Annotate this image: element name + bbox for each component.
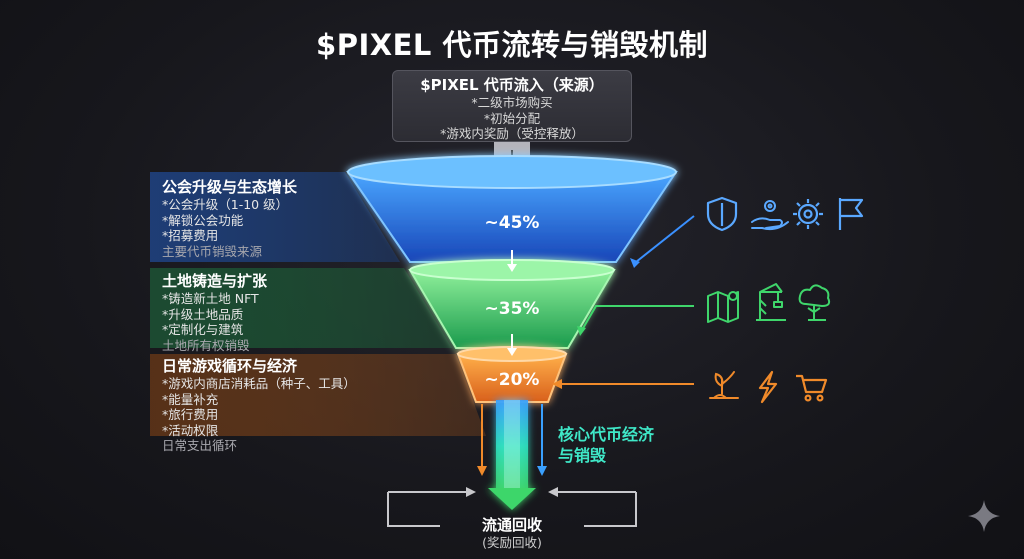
side-arrow-blue <box>537 404 547 476</box>
tier-item: *铸造新土地 NFT <box>162 291 259 306</box>
tier-percent-land: ~35% <box>484 299 540 319</box>
shield-icon <box>706 196 738 232</box>
tier-footer: 日常支出循环 <box>162 438 238 453</box>
recycle-subtitle: (奖励回收) <box>482 535 542 550</box>
connector-blue <box>630 215 695 268</box>
recycle-bracket-left <box>387 487 476 527</box>
tier-panel-guild: 公会升级与生态增长 *公会升级（1-10 级） *解锁公会功能 *招募费用 主要… <box>162 178 297 259</box>
funnel-tier-blue <box>346 155 678 263</box>
sprout-icon <box>709 371 739 399</box>
connector-green <box>577 305 694 336</box>
core-economy-label-line: 与销毁 <box>558 446 607 465</box>
tier-footer: 土地所有权销毁 <box>162 337 250 353</box>
page-title: $PIXEL 代币流转与销毁机制 <box>316 28 708 62</box>
tier-item: *招募费用 <box>162 228 219 243</box>
hand-gear-icon <box>751 200 789 231</box>
recycle-label: 流通回收 (奖励回收) <box>440 516 584 551</box>
core-economy-label-line: 核心代币经济 <box>558 425 655 444</box>
gear-icon <box>793 199 823 229</box>
core-economy-label: 核心代币经济 与销毁 <box>558 424 654 466</box>
connector-orange <box>552 379 694 389</box>
source-title: $PIXEL 代币流入（来源） <box>420 76 604 94</box>
tier-item: *旅行费用 <box>162 407 219 422</box>
crane-icon <box>756 283 786 321</box>
tier-item: *升级土地品质 <box>162 306 244 322</box>
flag-icon <box>838 198 864 230</box>
tier-panel-daily: 日常游戏循环与经济 *游戏内商店消耗品（种子、工具） *能量补充 *旅行费用 *… <box>162 357 356 454</box>
funnel-stem <box>488 400 536 510</box>
source-item: *二级市场购买 <box>471 95 553 110</box>
tier-item: *公会升级（1-10 级） <box>162 197 289 212</box>
tier-item: *活动权限 <box>162 422 219 438</box>
tier-item: *定制化与建筑 <box>162 322 244 337</box>
source-item: *游戏内奖励（受控释放） <box>440 126 584 141</box>
tier-title: 土地铸造与扩张 <box>162 272 268 290</box>
map-pin-icon <box>707 291 739 323</box>
tier-percent-daily: ~20% <box>484 370 540 390</box>
recycle-bracket-right <box>548 487 637 527</box>
tier-item: *能量补充 <box>162 391 219 407</box>
tier-panel-bg-guild <box>150 172 400 262</box>
sparkle-icon <box>968 500 1000 532</box>
lightning-icon <box>758 370 778 404</box>
cart-icon <box>796 374 828 402</box>
source-item: *初始分配 <box>483 110 541 126</box>
side-arrow-orange <box>477 404 487 476</box>
tier-panel-bg-land <box>150 268 452 348</box>
tier-panel-land: 土地铸造与扩张 *铸造新土地 NFT *升级土地品质 *定制化与建筑 土地所有权… <box>162 272 267 353</box>
tree-icon <box>798 284 831 321</box>
tier-title: 日常游戏循环与经济 <box>162 357 298 375</box>
tier-footer: 主要代币销毁来源 <box>162 243 263 259</box>
tier-panel-bg-daily <box>150 354 486 436</box>
tier-title: 公会升级与生态增长 <box>162 178 298 196</box>
tier-item: *游戏内商店消耗品（种子、工具） <box>162 376 356 391</box>
recycle-title: 流通回收 <box>481 516 542 534</box>
tier-percent-guild: ~45% <box>484 213 540 233</box>
tier-arrows <box>507 250 517 356</box>
source-box: $PIXEL 代币流入（来源） *二级市场购买 *初始分配 *游戏内奖励（受控释… <box>392 70 632 142</box>
tier-item: *解锁公会功能 <box>162 212 244 228</box>
